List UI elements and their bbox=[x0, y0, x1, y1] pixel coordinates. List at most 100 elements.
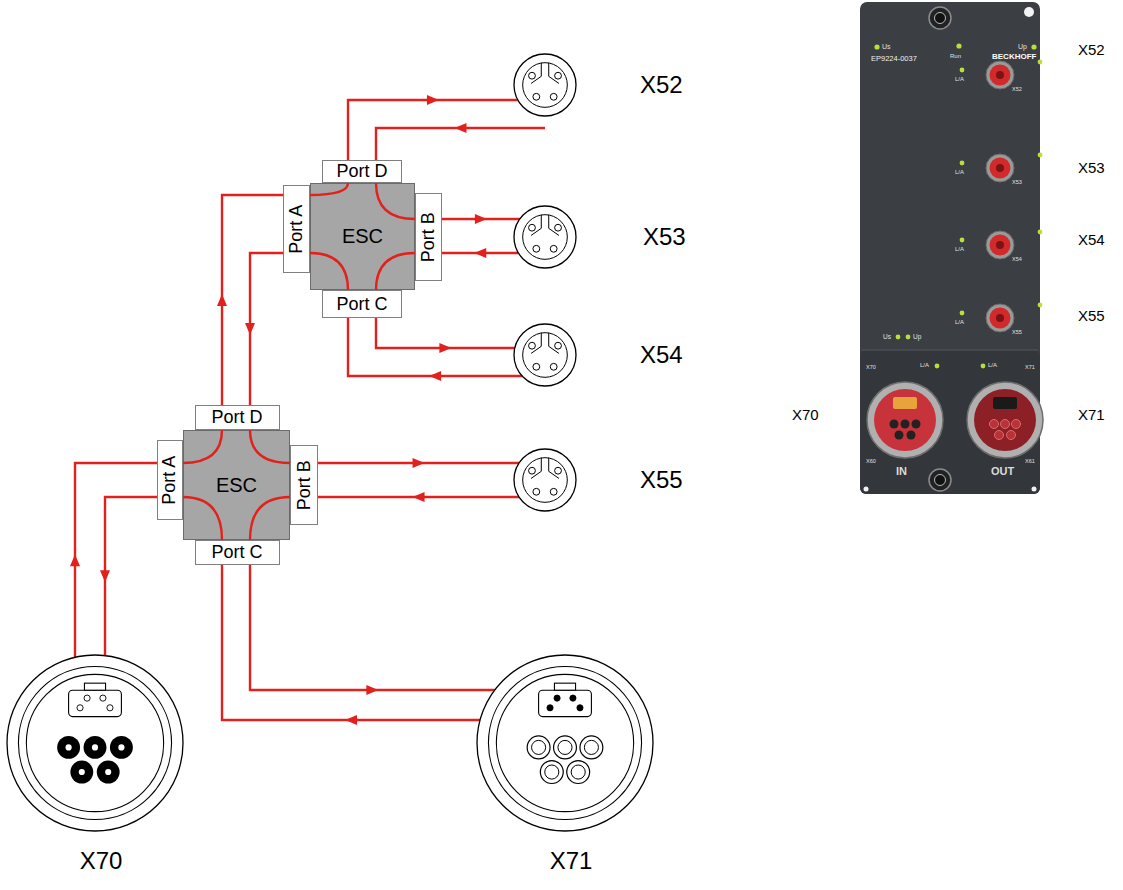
signal-path bbox=[376, 318, 515, 348]
arrow-head bbox=[413, 458, 425, 468]
connector-label: X54 bbox=[640, 341, 683, 369]
status-leds bbox=[874, 43, 1042, 368]
signal-path bbox=[250, 253, 283, 405]
signal-line bbox=[100, 497, 157, 656]
connector-label: X52 bbox=[640, 71, 683, 99]
connector-label: X53 bbox=[643, 223, 686, 251]
signal-line bbox=[70, 463, 157, 657]
power-sockets bbox=[867, 382, 1043, 458]
connector-label: X70 bbox=[80, 847, 123, 875]
signal-line bbox=[348, 318, 522, 381]
connector-id: X53 bbox=[1012, 179, 1022, 185]
led-label: L/A bbox=[955, 76, 964, 83]
signal-path bbox=[348, 318, 522, 376]
signal-line bbox=[376, 318, 515, 353]
signal-line bbox=[217, 195, 283, 405]
arrow-head bbox=[475, 214, 487, 224]
routing-curve bbox=[183, 497, 222, 540]
m8-sockets bbox=[986, 61, 1014, 332]
m8-connector: X55 bbox=[512, 447, 686, 513]
esc-box: ESC bbox=[310, 183, 415, 290]
esc-label: ESC bbox=[342, 225, 383, 248]
port-box: Port C bbox=[195, 540, 280, 565]
m8-connector: X54 bbox=[512, 322, 686, 388]
arrow-head bbox=[366, 685, 378, 695]
connector-symbol bbox=[5, 653, 185, 833]
connector-symbol bbox=[512, 447, 578, 513]
connector-id: X60 bbox=[866, 458, 876, 464]
connector-id: X70 bbox=[792, 407, 819, 424]
led-label: L/A bbox=[955, 169, 964, 176]
esc-box: ESC bbox=[183, 430, 290, 540]
led-label: Us bbox=[883, 333, 891, 340]
signal-line bbox=[376, 123, 545, 160]
routing-curve bbox=[310, 253, 348, 290]
connector-id: X54 bbox=[1012, 256, 1022, 262]
connector-id: X53 bbox=[1078, 160, 1105, 177]
signal-line bbox=[318, 458, 519, 468]
port-direction: OUT bbox=[991, 465, 1014, 477]
model-number: EP9224-0037 bbox=[871, 55, 917, 63]
arrow-head bbox=[345, 715, 357, 725]
arrow-head bbox=[70, 554, 80, 566]
routing-curve bbox=[310, 183, 348, 195]
port-label: Port A bbox=[160, 455, 181, 504]
arrow-head bbox=[474, 248, 486, 258]
connector-id: X55 bbox=[1078, 308, 1105, 325]
connector-id: X71 bbox=[1025, 364, 1035, 370]
led-label: Run bbox=[950, 53, 961, 60]
signal-line bbox=[222, 565, 480, 725]
arrow-head bbox=[455, 123, 467, 133]
port-label: Port B bbox=[418, 212, 439, 262]
led-label: L/A bbox=[920, 362, 929, 369]
arrow-head bbox=[427, 95, 439, 105]
port-box: Port A bbox=[157, 440, 183, 520]
signal-line bbox=[442, 214, 520, 224]
device-housing bbox=[860, 2, 1040, 494]
signal-path bbox=[222, 195, 283, 405]
connector-id: X71 bbox=[1078, 407, 1105, 424]
port-box: Port A bbox=[283, 185, 310, 273]
connector-symbol bbox=[512, 204, 578, 270]
power-connector: X71 bbox=[475, 653, 655, 877]
connector-id: X52 bbox=[1078, 42, 1105, 59]
signal-path bbox=[348, 100, 518, 160]
routing-curve bbox=[183, 430, 222, 463]
routing-curve bbox=[376, 253, 415, 290]
routing-curve bbox=[250, 430, 290, 463]
brand-name: BECKHOFF bbox=[992, 53, 1036, 62]
port-label: Port C bbox=[211, 542, 262, 563]
led-label: L/A bbox=[955, 246, 964, 253]
led-label: Up bbox=[913, 333, 921, 340]
led-label: L/A bbox=[955, 319, 964, 326]
port-box: Port B bbox=[415, 193, 442, 281]
arrow-head bbox=[217, 294, 227, 306]
led-label: Up bbox=[1018, 43, 1027, 51]
routing-curve bbox=[376, 183, 415, 219]
arrow-head bbox=[100, 570, 110, 582]
arrow-head bbox=[245, 323, 255, 335]
arrow-head bbox=[429, 371, 441, 381]
esc-label: ESC bbox=[216, 474, 257, 497]
connector-id: X61 bbox=[1025, 458, 1035, 464]
connector-label: X55 bbox=[640, 466, 683, 494]
connector-id: X52 bbox=[1012, 86, 1022, 92]
port-label: Port B bbox=[294, 460, 315, 510]
signal-line bbox=[245, 253, 283, 405]
connector-id: X54 bbox=[1078, 232, 1105, 249]
port-direction: IN bbox=[896, 465, 907, 477]
port-label: Port D bbox=[336, 161, 387, 182]
signal-path bbox=[250, 565, 495, 690]
m8-connector: X53 bbox=[512, 204, 689, 270]
led-label: L/A bbox=[988, 362, 997, 369]
routing-curve bbox=[250, 497, 290, 540]
signal-line bbox=[442, 248, 518, 258]
connector-id: X70 bbox=[866, 364, 876, 370]
connector-symbol bbox=[512, 322, 578, 388]
signal-path bbox=[105, 497, 157, 656]
arrow-head bbox=[413, 492, 425, 502]
signal-line bbox=[250, 565, 495, 695]
power-connector: X70 bbox=[5, 653, 185, 877]
port-box: Port D bbox=[195, 405, 280, 430]
